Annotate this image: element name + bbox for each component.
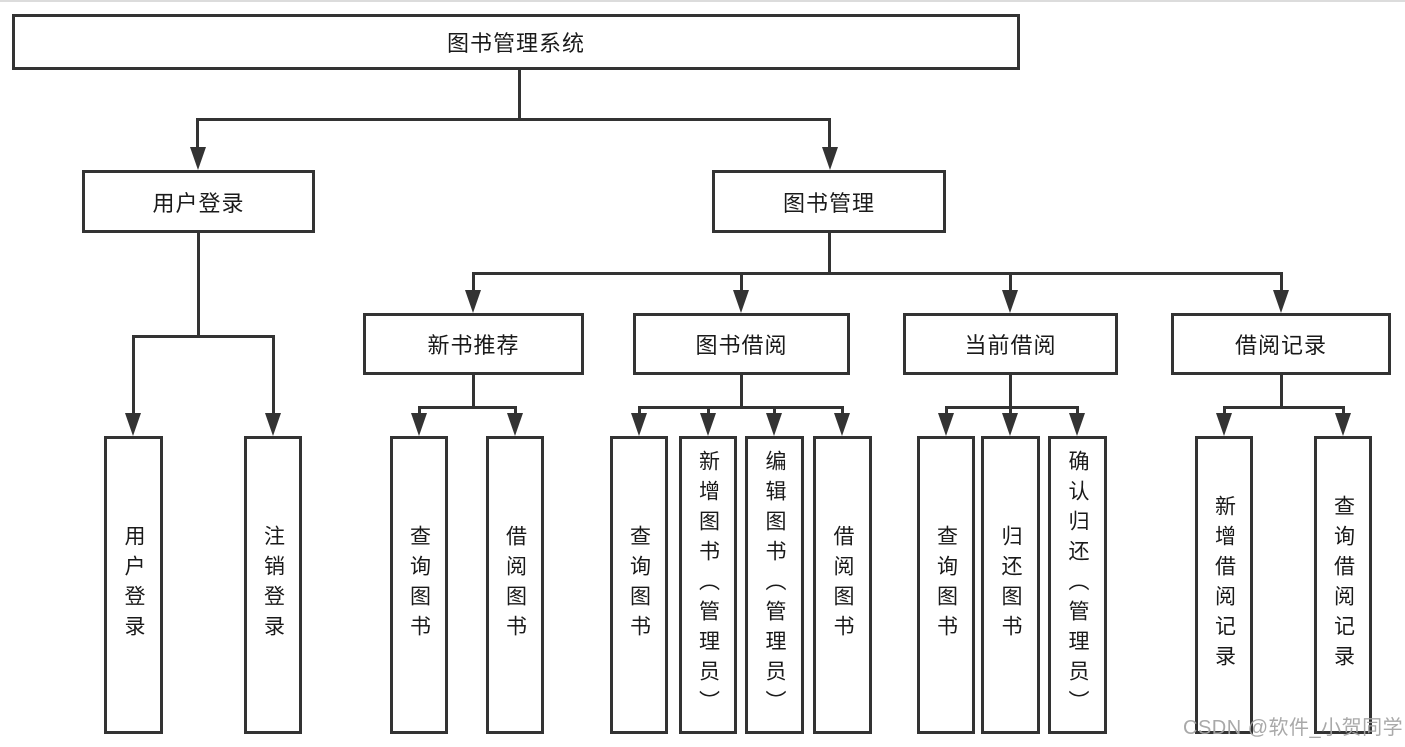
- connector-vline: [196, 118, 199, 150]
- leaf-add-book-admin: 新增图书（管理员）: [679, 436, 737, 734]
- connector-hline: [196, 118, 830, 121]
- connector-vline: [1280, 375, 1283, 408]
- connector-vline: [1280, 272, 1283, 294]
- connector-vline: [638, 406, 641, 416]
- connector-vline: [1009, 272, 1012, 294]
- leaf-add-borrow-record: 新增借阅记录: [1195, 436, 1253, 734]
- leaf-query-borrow-record-label: 查询借阅记录: [1331, 495, 1355, 675]
- arrowhead-down-icon: [1216, 413, 1232, 436]
- connector-vline: [514, 406, 517, 416]
- connector-vline: [828, 233, 831, 274]
- arrowhead-down-icon: [938, 413, 954, 436]
- arrowhead-down-icon: [1002, 290, 1018, 313]
- leaf-logout: 注销登录: [244, 436, 302, 734]
- arrowhead-down-icon: [507, 413, 523, 436]
- connector-vline: [472, 375, 475, 408]
- arrowhead-down-icon: [834, 413, 850, 436]
- arrowhead-down-icon: [822, 147, 838, 170]
- connector-vline: [740, 375, 743, 408]
- node-book-borrowing-label: 图书借阅: [695, 333, 788, 358]
- node-book-management: 图书管理: [712, 170, 946, 233]
- connector-vline: [773, 406, 776, 416]
- leaf-edit-book-admin: 编辑图书（管理员）: [745, 436, 804, 734]
- connector-vline: [945, 406, 948, 416]
- connector-hline: [418, 406, 517, 409]
- connector-vline: [1342, 406, 1345, 416]
- leaf-confirm-return-admin-label: 确认归还（管理员）: [1066, 450, 1090, 720]
- leaf-query-books-2-label: 查询图书: [627, 525, 651, 645]
- connector-vline: [1076, 406, 1079, 416]
- node-current-borrowing-label: 当前借阅: [964, 333, 1057, 358]
- leaf-borrow-books-2: 借阅图书: [813, 436, 872, 734]
- node-book-management-label: 图书管理: [782, 190, 875, 216]
- arrowhead-down-icon: [1273, 290, 1289, 313]
- connector-vline: [518, 70, 521, 120]
- node-library-system: 图书管理系统: [12, 14, 1020, 70]
- connector-vline: [472, 272, 475, 294]
- node-borrowing-records-label: 借阅记录: [1234, 333, 1327, 358]
- arrowhead-down-icon: [1002, 413, 1018, 436]
- node-user-login-label: 用户登录: [152, 190, 245, 216]
- connector-vline: [740, 272, 743, 294]
- node-new-book-recommend: 新书推荐: [363, 313, 584, 375]
- arrowhead-down-icon: [1335, 413, 1351, 436]
- leaf-query-books-1: 查询图书: [390, 436, 448, 734]
- leaf-query-borrow-record: 查询借阅记录: [1314, 436, 1372, 734]
- node-current-borrowing: 当前借阅: [903, 313, 1118, 375]
- top-edge-line: [0, 0, 1405, 2]
- connector-hline: [638, 406, 844, 409]
- connector-vline: [841, 406, 844, 416]
- node-book-borrowing: 图书借阅: [633, 313, 850, 375]
- arrowhead-down-icon: [411, 413, 427, 436]
- csdn-watermark: CSDN @软件_小贺同学: [1183, 717, 1404, 739]
- connector-hline: [132, 335, 275, 338]
- arrowhead-down-icon: [700, 413, 716, 436]
- arrowhead-down-icon: [125, 413, 141, 436]
- arrowhead-down-icon: [265, 413, 281, 436]
- connector-vline: [272, 335, 275, 415]
- arrowhead-down-icon: [465, 290, 481, 313]
- connector-vline: [828, 118, 831, 150]
- node-new-book-recommend-label: 新书推荐: [427, 333, 520, 358]
- leaf-borrow-books-1-label: 借阅图书: [503, 525, 527, 645]
- connector-vline: [1223, 406, 1226, 416]
- connector-hline: [1223, 406, 1344, 409]
- node-library-system-label: 图书管理系统: [446, 31, 585, 56]
- leaf-borrow-books-1: 借阅图书: [486, 436, 544, 734]
- connector-vline: [1009, 375, 1012, 408]
- leaf-return-books-label: 归还图书: [999, 525, 1023, 645]
- leaf-return-books: 归还图书: [981, 436, 1040, 734]
- leaf-edit-book-admin-label: 编辑图书（管理员）: [763, 450, 787, 720]
- node-borrowing-records: 借阅记录: [1171, 313, 1391, 375]
- arrowhead-down-icon: [190, 147, 206, 170]
- leaf-user-login-label: 用户登录: [122, 525, 146, 645]
- arrowhead-down-icon: [733, 290, 749, 313]
- connector-vline: [132, 335, 135, 415]
- leaf-query-books-1-label: 查询图书: [407, 525, 431, 645]
- connector-vline: [418, 406, 421, 416]
- connector-vline: [197, 233, 200, 337]
- connector-vline: [707, 406, 710, 416]
- node-user-login: 用户登录: [82, 170, 315, 233]
- leaf-confirm-return-admin: 确认归还（管理员）: [1048, 436, 1107, 734]
- arrowhead-down-icon: [631, 413, 647, 436]
- connector-hline: [472, 272, 1282, 275]
- arrowhead-down-icon: [1069, 413, 1085, 436]
- leaf-user-login: 用户登录: [104, 436, 163, 734]
- arrowhead-down-icon: [766, 413, 782, 436]
- leaf-add-book-admin-label: 新增图书（管理员）: [696, 450, 720, 720]
- leaf-query-books-3-label: 查询图书: [934, 525, 958, 645]
- leaf-query-books-2: 查询图书: [610, 436, 668, 734]
- leaf-query-books-3: 查询图书: [917, 436, 975, 734]
- leaf-borrow-books-2-label: 借阅图书: [831, 525, 855, 645]
- leaf-add-borrow-record-label: 新增借阅记录: [1212, 495, 1236, 675]
- connector-vline: [1009, 406, 1012, 416]
- leaf-logout-label: 注销登录: [261, 525, 285, 645]
